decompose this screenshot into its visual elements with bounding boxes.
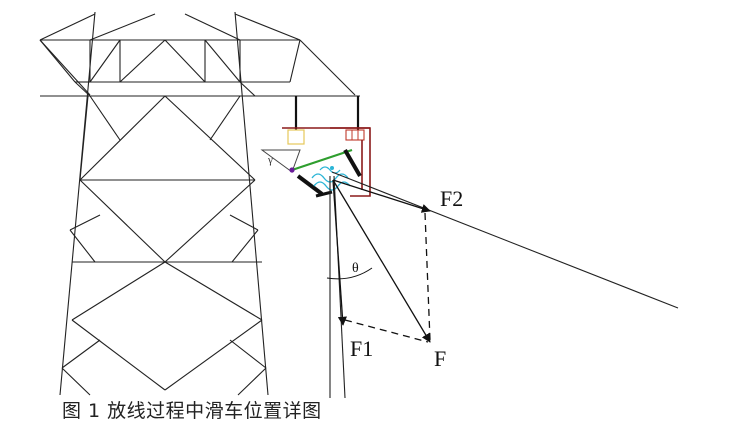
vector-f1 <box>332 179 347 326</box>
dashed-f2-to-f <box>424 212 431 341</box>
label-theta: θ <box>352 261 359 276</box>
vector-f2 <box>332 179 431 213</box>
label-f: F <box>434 346 446 371</box>
label-f2: F2 <box>440 186 463 211</box>
dashed-f1-to-f <box>344 319 429 343</box>
conductor-lines <box>329 171 679 399</box>
hinge-point <box>289 167 295 173</box>
pulley-bracket <box>330 127 371 197</box>
gamma-label: γ <box>267 154 273 166</box>
yoke-plate <box>282 127 370 145</box>
figure-caption: 图 1 放线过程中滑车位置详图 <box>62 400 322 422</box>
label-f1: F1 <box>350 336 373 361</box>
pulley-wheel <box>296 149 362 198</box>
hanger-rods <box>294 96 360 130</box>
transmission-tower <box>39 11 360 396</box>
gamma-wedge: γ <box>260 149 301 173</box>
vector-f <box>332 179 431 343</box>
theta-arc <box>326 267 373 280</box>
force-vectors <box>332 179 431 343</box>
green-brace <box>291 148 353 172</box>
